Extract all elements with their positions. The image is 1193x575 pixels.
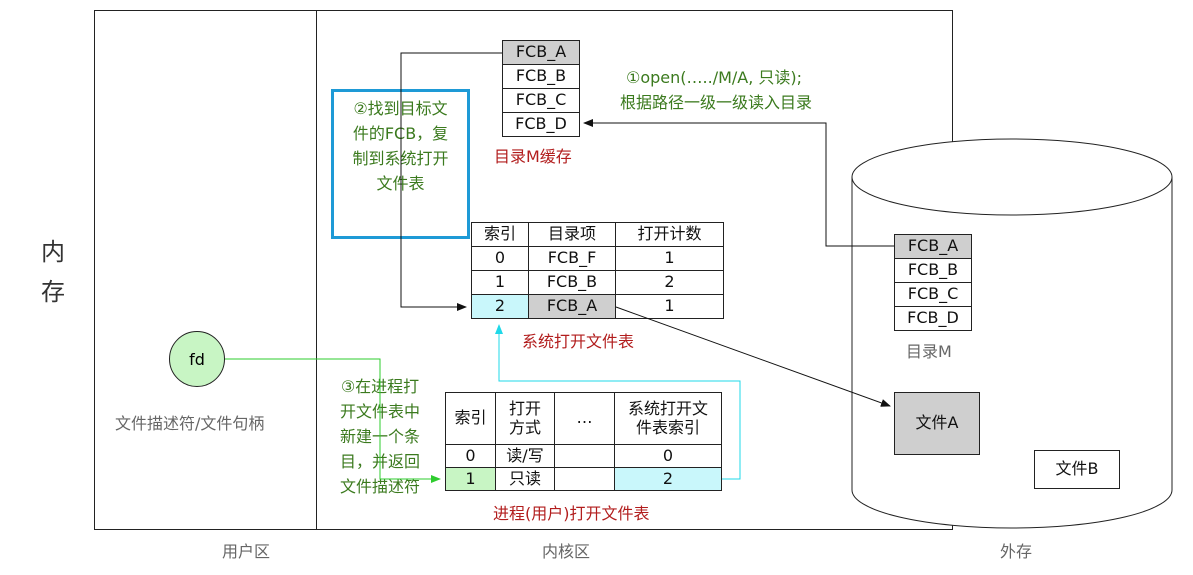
table-cell-highlight: 2 [471,294,529,319]
process-open-file-table-label: 进程(用户)打开文件表 [493,504,650,523]
table-cell: FCB_B [528,270,616,295]
table-cell-highlight: FCB_A [528,294,616,319]
fd-caption: 文件描述符/文件句柄 [115,414,265,433]
table-header: 打开 方式 [495,392,555,445]
dir-cache-entry: FCB_B [502,64,580,89]
arrow-cache-to-system-table [400,52,502,311]
disk-dir-entry: FCB_C [894,282,972,307]
disk-dir-entry: FCB_D [894,306,972,331]
arrow-fd-to-process-table [225,358,441,483]
step2-line: 制到系统打开 [352,149,449,168]
fd-label: fd [189,349,205,369]
user-kernel-divider [316,10,317,530]
kernel-area-label: 内核区 [542,542,591,561]
system-open-file-table-label: 系统打开文件表 [522,332,635,351]
table-cell: FCB_F [528,246,616,271]
arrow-process-to-system-table [495,324,741,480]
disk-dir-entry: FCB_B [894,258,972,283]
step1-line2: 根据路径一级一级读入目录 [620,93,813,112]
table-header: 系统打开文 件表索引 [614,392,722,445]
dir-cache-entry: FCB_C [502,88,580,113]
file-a-block: 文件A [894,392,980,455]
table-header: 索引 [471,222,529,247]
table-header: 打开计数 [615,222,724,247]
fd-circle: fd [169,331,225,387]
table-cell: 1 [615,294,724,319]
user-area-label: 用户区 [222,542,271,561]
disk-dir-entry: FCB_A [894,234,972,259]
step2-text: ②找到目标文 件的FCB，复 制到系统打开 文件表 [334,96,467,196]
external-storage-label: 外存 [1000,542,1033,561]
table-header: … [554,392,615,445]
step2-line: ②找到目标文 [353,99,448,118]
table-cell: 0 [471,246,529,271]
dir-cache-entry: FCB_A [502,40,580,65]
file-b-block: 文件B [1034,450,1120,489]
arrow-disk-to-cache [583,119,894,247]
memory-label: 内 存 [41,238,65,306]
dir-cache-label: 目录M缓存 [494,147,572,166]
table-cell [554,467,615,491]
disk-dir-label: 目录M [906,342,952,361]
table-cell-highlight: 2 [614,467,722,491]
step2-line: 文件表 [376,174,425,193]
step1-line1: ①open(…../M/A, 只读); [626,68,803,87]
arrow-system-table-to-file-a [615,306,891,407]
dir-cache-entry: FCB_D [502,112,580,137]
step3-line: 文件描述符 [339,477,420,496]
step2-line: 件的FCB，复 [352,124,449,143]
